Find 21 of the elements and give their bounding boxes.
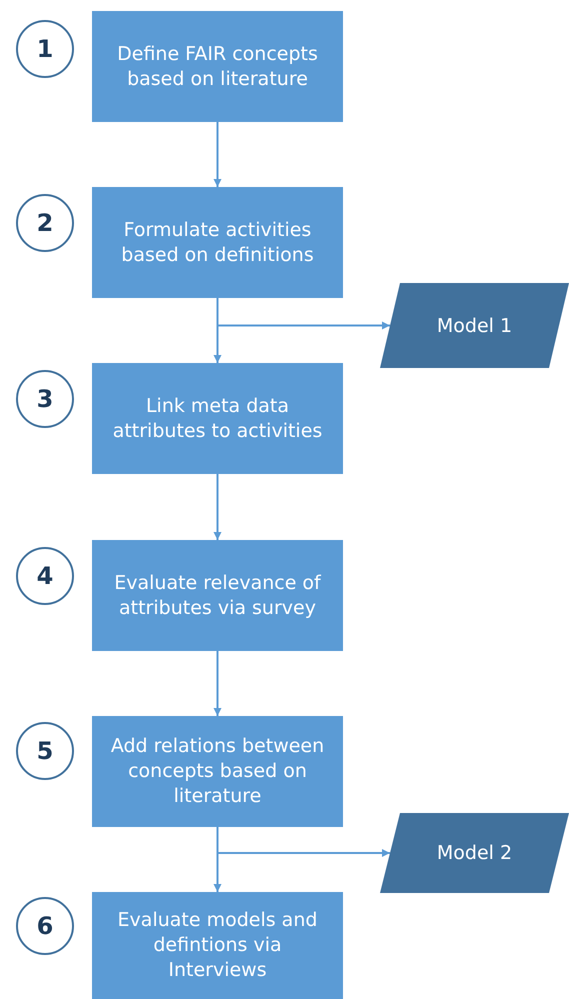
step-number: 4 [16,547,74,605]
output-label: Model 2 [436,842,512,864]
step-number: 2 [16,194,74,252]
process-box: Formulate activities based on definitions [92,187,343,298]
arrow [216,827,390,857]
step-number: 5 [16,722,74,780]
arrow [214,474,222,540]
output-parallelogram [380,813,569,893]
step-number: 3 [16,370,74,428]
process-box: Link meta data attributes to activities [92,363,343,474]
output-label: Model 1 [436,314,512,336]
process-box: Evaluate relevance of attributes via survey [92,540,343,651]
step-number: 6 [16,897,74,955]
arrow [214,651,222,716]
arrow [214,122,222,187]
arrow [216,298,390,330]
output-parallelogram [380,283,569,368]
process-box: Evaluate models and defintions via Interviews [92,892,343,999]
step-number: 1 [16,20,74,78]
process-box: Add relations between concepts based on literature [92,716,343,827]
process-box: Define FAIR concepts based on literature [92,11,343,122]
